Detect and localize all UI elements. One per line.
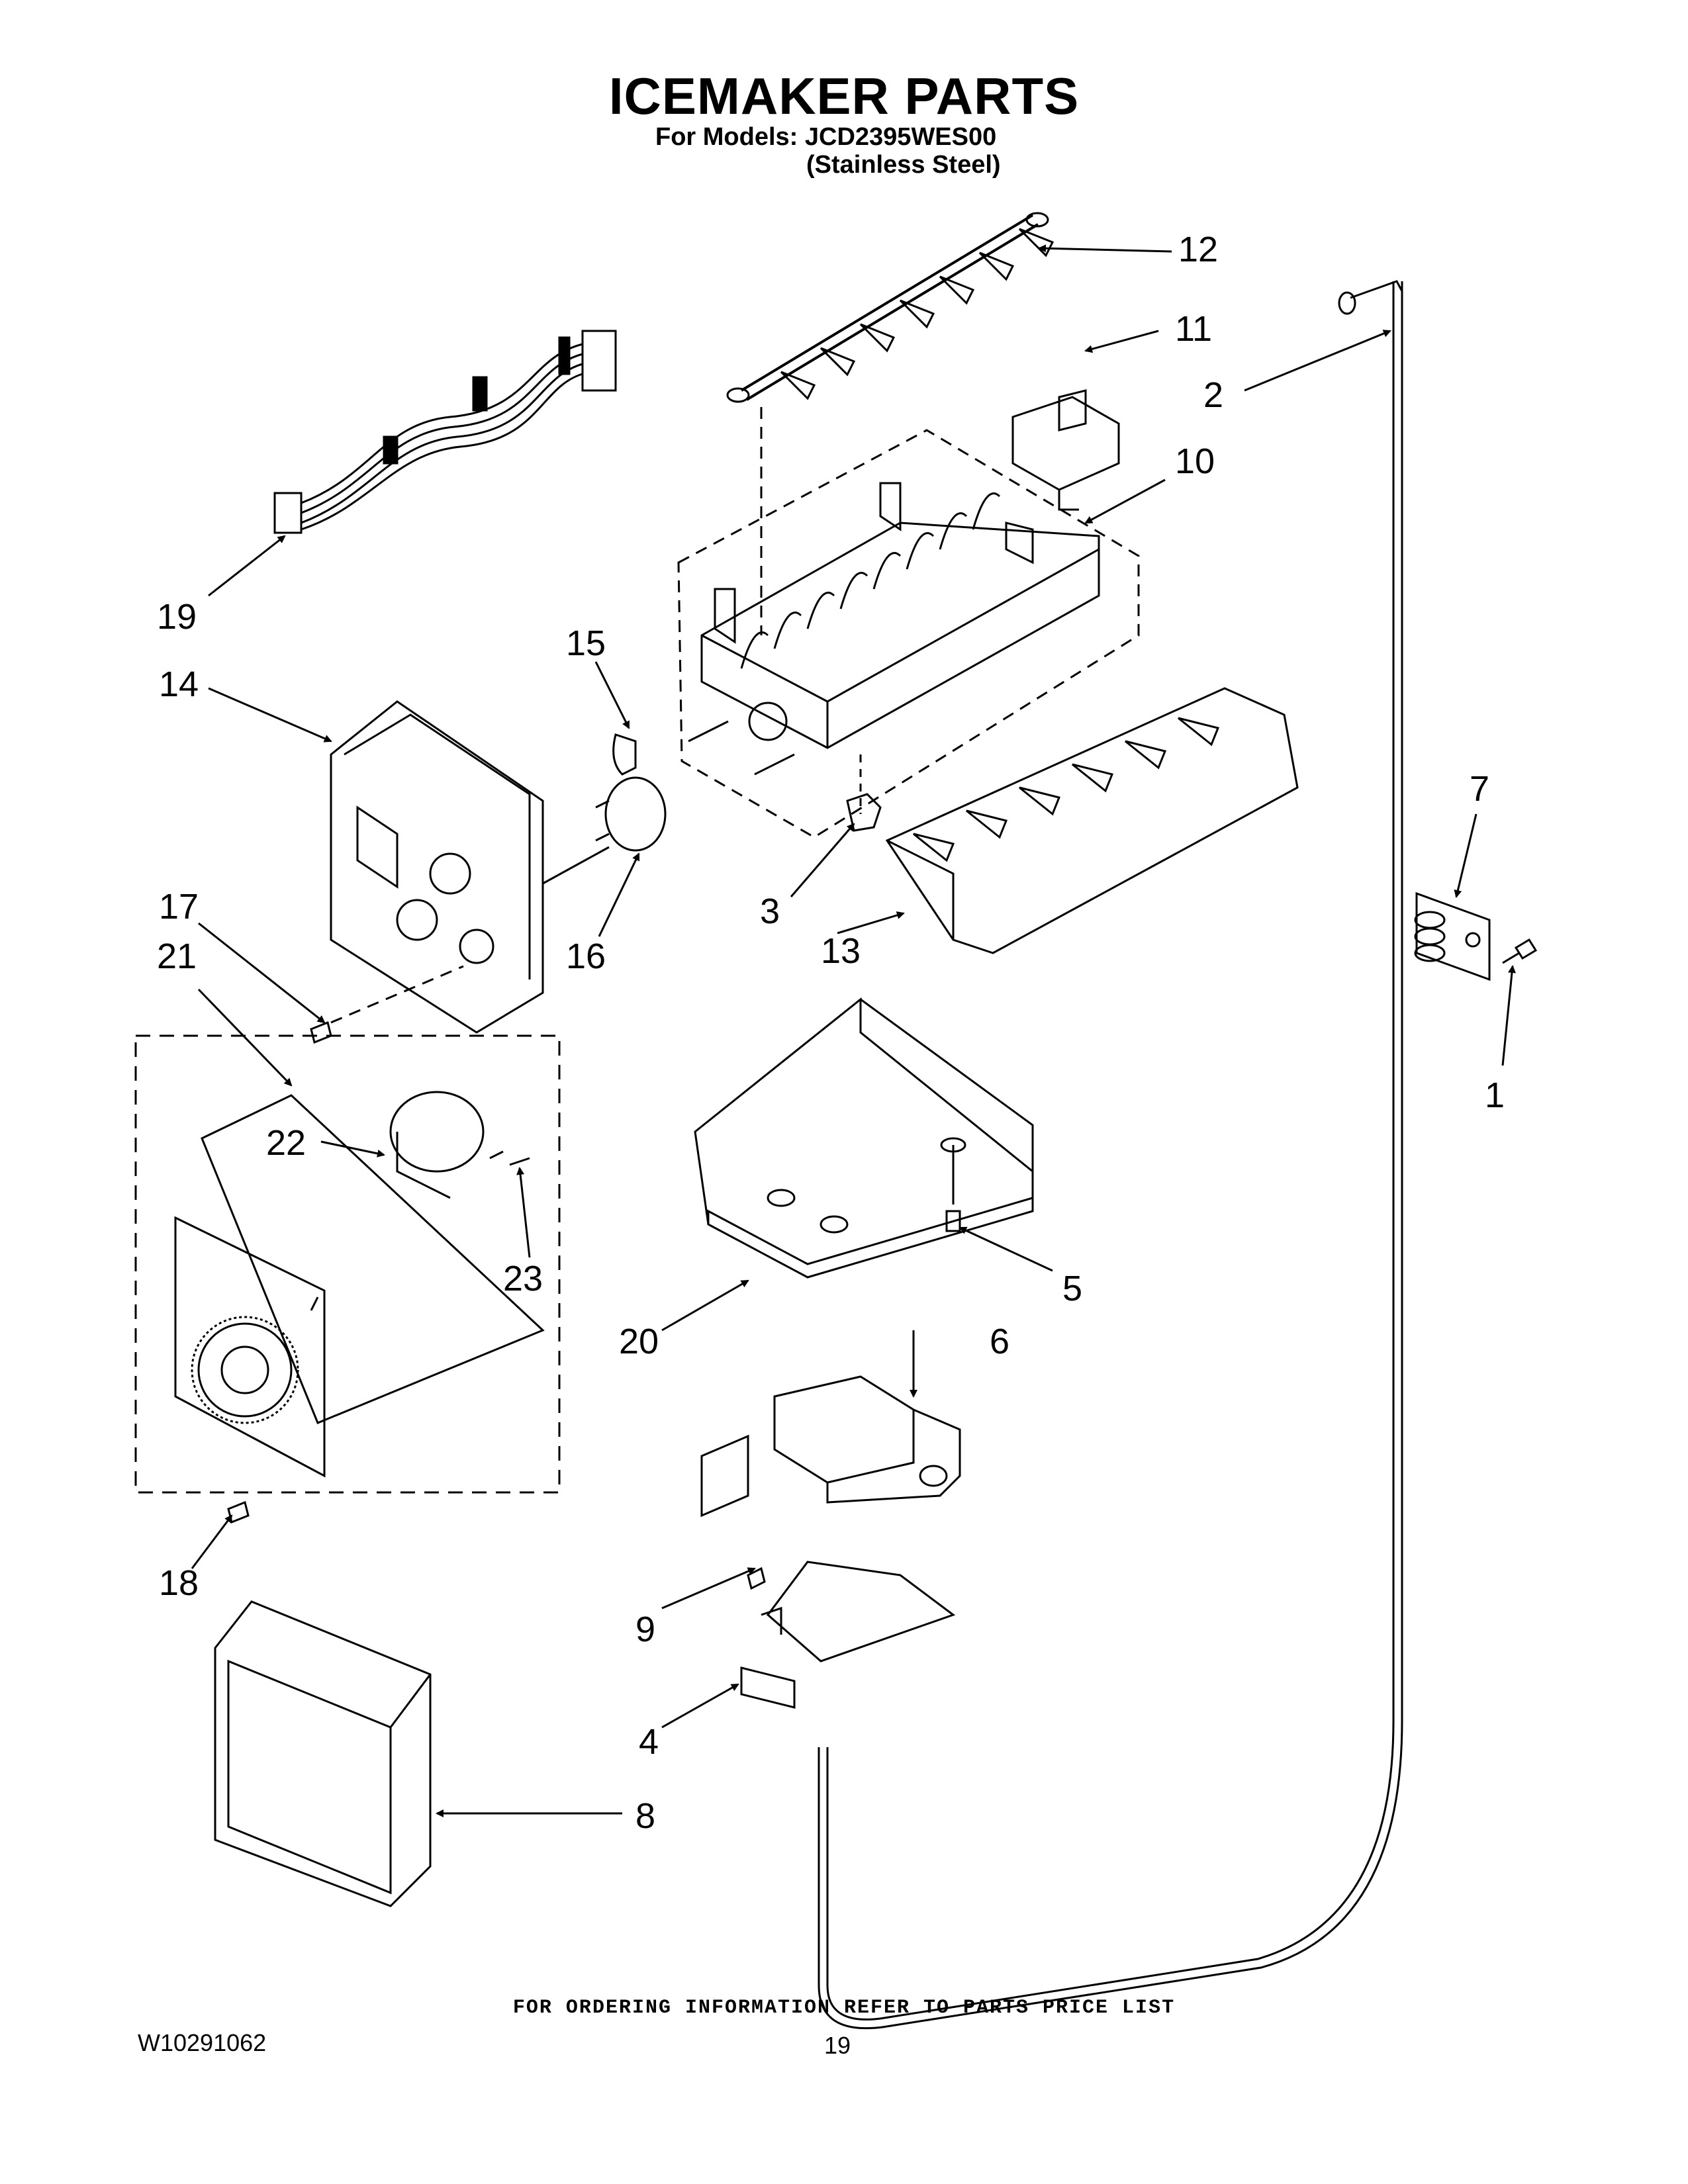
- thermostat: [595, 776, 667, 852]
- callout-4: 4: [639, 1722, 659, 1762]
- gear-motor: [389, 1091, 485, 1199]
- tube-clamp: [1414, 891, 1491, 981]
- ice-bin-tray: [694, 997, 1034, 1279]
- callout-6: 6: [990, 1322, 1009, 1361]
- screw-1: [1502, 938, 1538, 964]
- callout-3: 3: [760, 891, 780, 931]
- callout-5: 5: [1062, 1269, 1082, 1308]
- callout-22: 22: [266, 1123, 306, 1163]
- ice-mold: [688, 482, 1100, 776]
- page-title: ICEMAKER PARTS: [608, 67, 1080, 125]
- mounting-bracket: [740, 1606, 796, 1709]
- fill-tube: [826, 281, 1395, 2021]
- callout-18: 18: [159, 1563, 199, 1603]
- wire-harness: [273, 330, 617, 534]
- callout-numbers: 1 2 3 4 5 6 7 8 9 10 11 12 13 14 15 16 1…: [157, 230, 1505, 1836]
- ordering-note: FOR ORDERING INFORMATION REFER TO PARTS …: [512, 1997, 1176, 2019]
- water-valve: [700, 1375, 961, 1518]
- models-line: For Models: JCD2395WES00: [655, 123, 997, 151]
- bracket: [1011, 389, 1120, 511]
- callout-19: 19: [157, 597, 197, 637]
- callout-7: 7: [1470, 769, 1489, 809]
- leader-lines: [191, 244, 1516, 1817]
- finish-line: (Stainless Steel): [806, 151, 1001, 179]
- control-housing: [330, 700, 544, 1034]
- callout-10: 10: [1175, 441, 1215, 481]
- callout-14: 14: [159, 664, 199, 704]
- document-number: W10291062: [138, 2029, 267, 2056]
- mold-outline-dashed: [677, 429, 1140, 839]
- page-number: 19: [824, 2032, 851, 2059]
- clip: [612, 733, 637, 776]
- bin-cover: [214, 1600, 432, 1907]
- screw-18: [227, 1500, 250, 1524]
- callout-16: 16: [566, 936, 606, 976]
- callout-23: 23: [503, 1259, 543, 1298]
- motor-assembly-dashed-box: [134, 1034, 561, 1494]
- screw-9: [747, 1567, 766, 1590]
- callout-21: 21: [157, 936, 197, 976]
- valve-cover: [766, 1561, 956, 1662]
- callout-13: 13: [821, 931, 861, 971]
- callout-11: 11: [1175, 309, 1212, 349]
- screw-17: [310, 1021, 332, 1044]
- callout-17: 17: [159, 887, 199, 927]
- mold-heater-motor: [174, 1216, 326, 1478]
- callout-9: 9: [635, 1610, 655, 1649]
- callout-8: 8: [635, 1796, 655, 1836]
- ejector-shaft: [726, 212, 1055, 403]
- ice-stripper: [885, 687, 1299, 954]
- callout-2: 2: [1203, 375, 1223, 415]
- callout-15: 15: [566, 623, 606, 663]
- screw-23: [489, 1150, 530, 1166]
- callout-20: 20: [619, 1322, 659, 1361]
- callout-12: 12: [1178, 230, 1218, 269]
- callout-1: 1: [1485, 1075, 1505, 1115]
